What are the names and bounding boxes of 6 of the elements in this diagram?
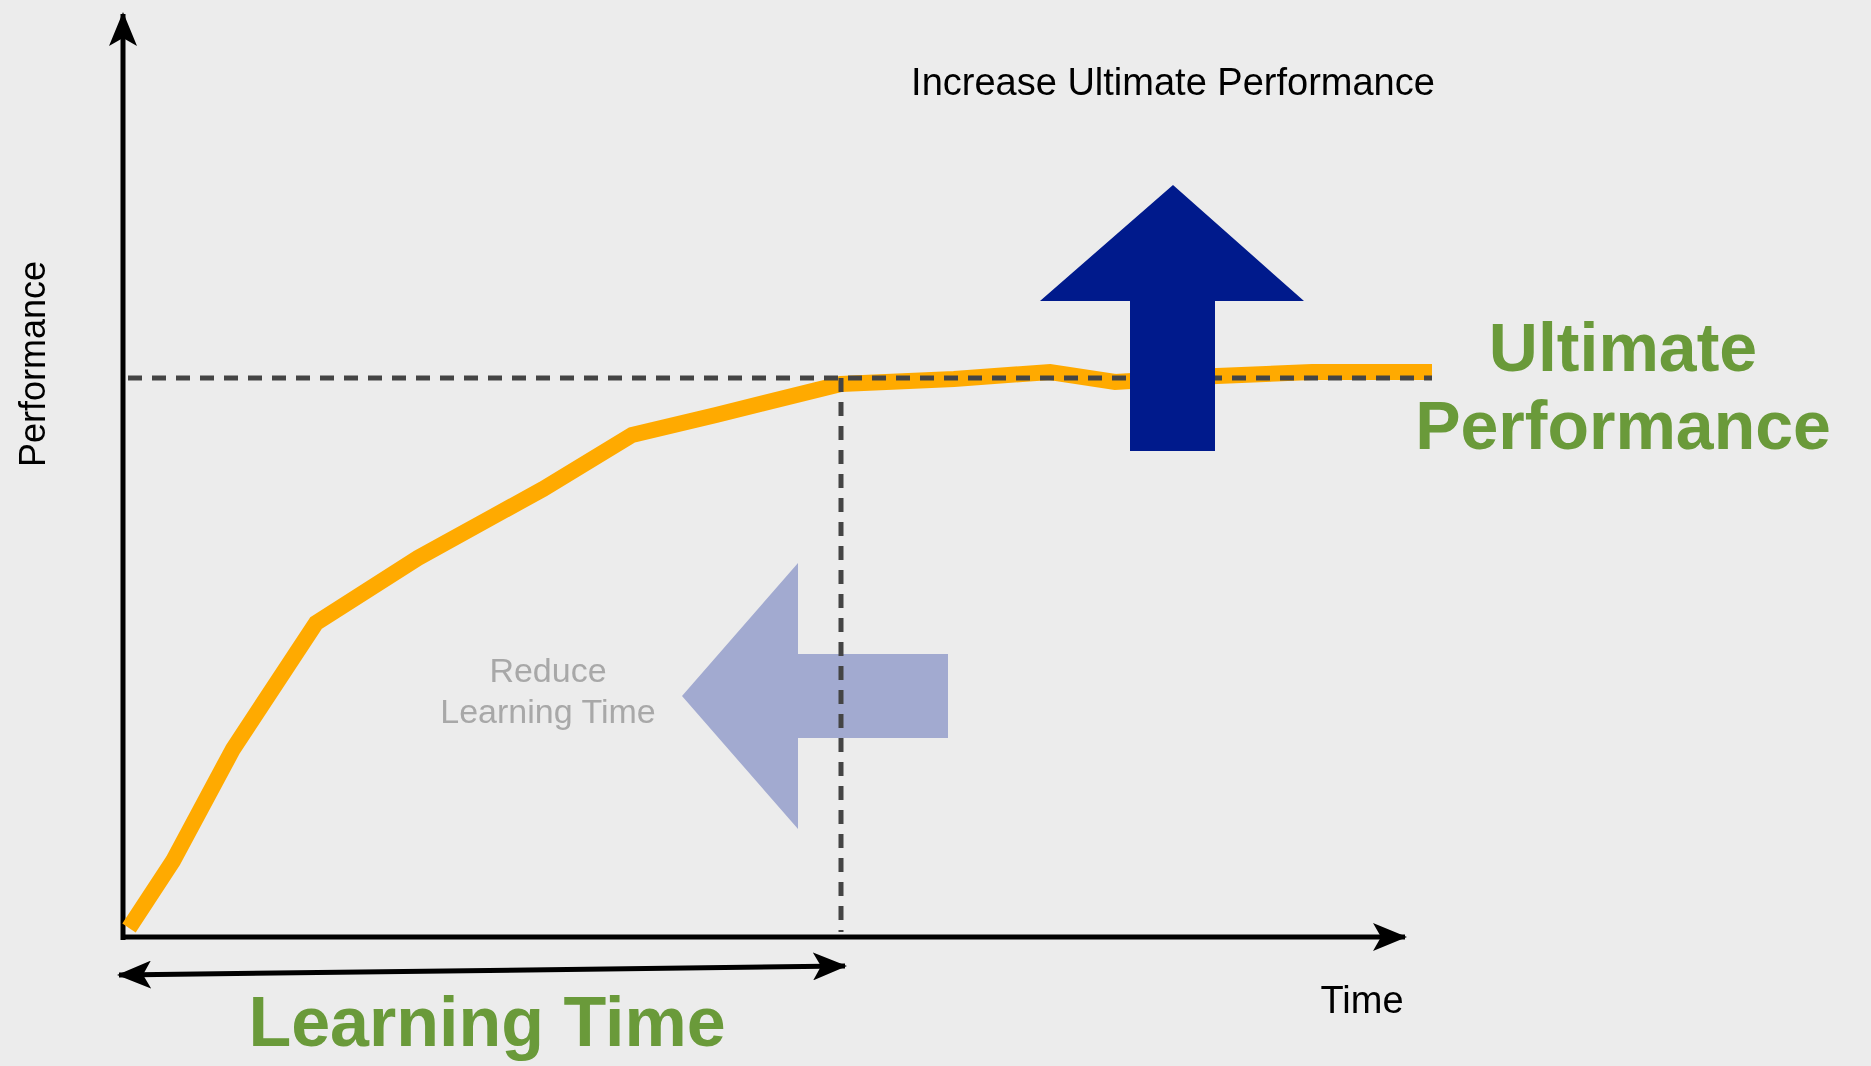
axis-title: Performance [11, 260, 55, 468]
annotation-text: Ultimate Performance [1414, 308, 1832, 465]
annotation-text: Learning Time [248, 982, 726, 1063]
axis-title: Time [1320, 978, 1404, 1023]
annotation-text: Reduce Learning Time [439, 650, 657, 732]
annotation-text: Increase Ultimate Performance [911, 60, 1435, 105]
